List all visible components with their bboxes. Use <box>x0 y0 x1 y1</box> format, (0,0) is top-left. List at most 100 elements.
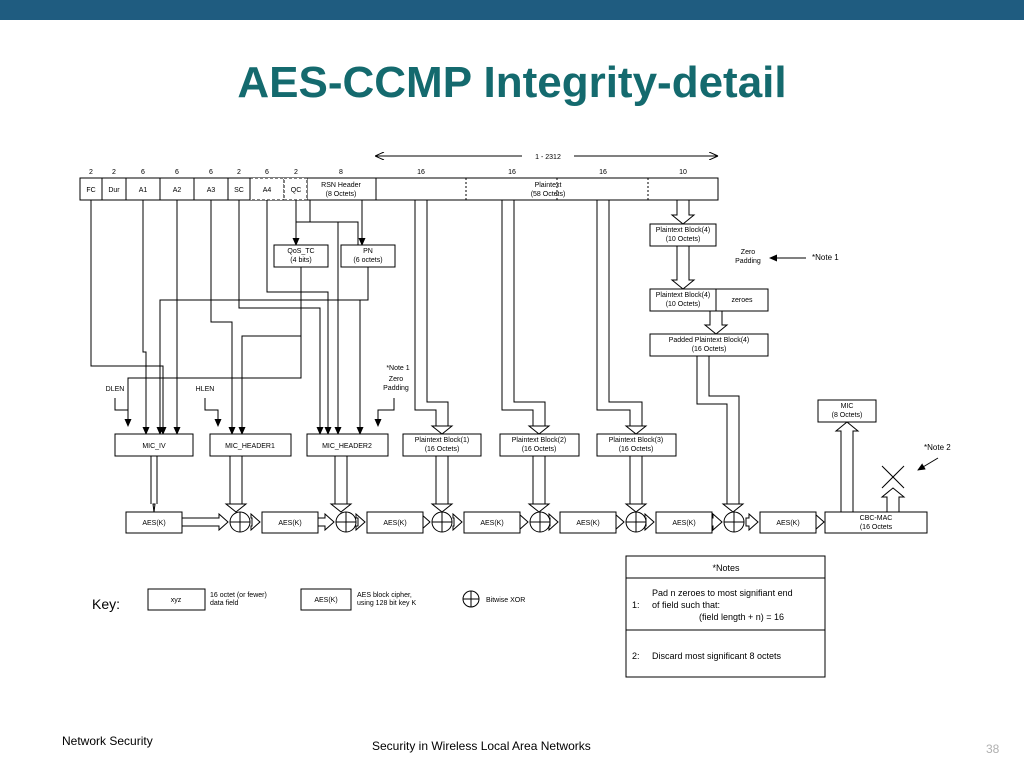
dlen-label: DLEN <box>106 386 125 393</box>
aes-label: AES(K) <box>576 520 599 527</box>
aes-box <box>125 511 183 534</box>
field-a4: A4 <box>263 187 272 194</box>
mic-header1-label: MIC_HEADER1 <box>225 443 275 450</box>
pt-block2-label: Plaintext Block(2)(16 Octets) <box>512 437 566 453</box>
cbc-mac-label: CBC-MAC(16 Octets <box>860 515 893 531</box>
pt-block1-label: Plaintext Block(1)(16 Octets) <box>415 437 469 453</box>
field-a3: A3 <box>207 187 216 194</box>
mic-iv-label: MIC_IV <box>142 443 166 450</box>
aes-label: AES(K) <box>776 520 799 527</box>
aes-label: AES(K) <box>383 520 406 527</box>
aes-box <box>759 511 817 534</box>
field-labels: FC Dur A1 A2 A3 SC A4 QC <box>86 187 301 194</box>
mic-header1-box <box>209 433 292 457</box>
pt-block2-box <box>499 433 580 457</box>
flow-arrow <box>721 503 745 513</box>
note1-num: 1: <box>632 600 640 610</box>
flow-arrow <box>711 512 723 532</box>
size-pt3: 16 <box>599 169 607 176</box>
aes-label: AES(K) <box>142 520 165 527</box>
page-number: 38 <box>986 742 1000 756</box>
aes-box <box>655 511 713 534</box>
aes-box <box>463 511 521 534</box>
pt-block1-box <box>402 433 482 457</box>
key-aes-desc: AES block cipher,using 128 bit key K <box>357 592 416 607</box>
size-sc: 2 <box>237 169 241 176</box>
flow-arrow <box>670 245 696 290</box>
connector-line <box>90 200 167 435</box>
mic-header2-label: MIC_HEADER2 <box>322 443 372 450</box>
key-aes-box <box>300 588 352 611</box>
field-a1: A1 <box>139 187 148 194</box>
pt-block3-box <box>596 433 677 457</box>
connector-line <box>296 221 359 245</box>
flow-arrow <box>703 310 729 335</box>
connector-line <box>238 200 324 435</box>
size-pt2: 16 <box>508 169 516 176</box>
mic-header2-box <box>306 433 389 457</box>
note2-arrow <box>917 457 939 471</box>
note2-num: 2: <box>632 651 640 661</box>
flow-arrow <box>152 503 156 513</box>
flow-arrow <box>181 512 229 532</box>
flow-arrow <box>624 425 648 435</box>
field-dur: Dur <box>108 187 120 194</box>
connector-line <box>156 267 369 435</box>
zeroes-label: zeroes <box>731 297 753 304</box>
pt-block3-label: Plaintext Block(3)(16 Octets) <box>609 437 663 453</box>
key-aes: AES(K) <box>314 597 337 604</box>
flow-arrow <box>452 512 463 532</box>
qos-tc-box <box>273 244 329 268</box>
aes-chain: AES(K) AES(K) AES(K) AES(K) AES(K) AES(K… <box>125 511 928 534</box>
field-rsn-header: RSN Header(8 Octets) <box>321 182 361 198</box>
flow-arrow <box>430 425 454 435</box>
cbc-mac-box <box>824 511 928 534</box>
footer-center: Security in Wireless Local Area Networks <box>372 739 591 753</box>
flow-arrow <box>329 503 353 513</box>
field-fc: FC <box>86 187 95 194</box>
connector-line <box>142 200 150 435</box>
aes-box <box>559 511 617 534</box>
pt-block4-label: Plaintext Block(4)(10 Octets) <box>656 227 710 243</box>
connector-line <box>414 200 437 426</box>
key-xyz-box <box>147 588 206 611</box>
connector-line <box>501 200 534 426</box>
notes-header: *Notes <box>712 563 740 573</box>
field-sizes: 2 2 6 6 6 2 6 2 8 16 16 16 10 <box>89 169 687 176</box>
size-pt1: 16 <box>417 169 425 176</box>
key-xyz-desc: 16 octet (or fewer)data field <box>210 592 267 607</box>
size-qc: 2 <box>294 169 298 176</box>
size-a3: 6 <box>209 169 213 176</box>
flow-arrow <box>527 503 551 513</box>
key-xyz: xyz <box>171 597 182 604</box>
aes-label: AES(K) <box>672 520 695 527</box>
field-qc: QC <box>291 187 302 194</box>
pn-label: PN(6 octets) <box>353 248 382 264</box>
size-a4: 6 <box>265 169 269 176</box>
connector-line <box>210 200 236 435</box>
size-dur: 2 <box>112 169 116 176</box>
flow-arrow <box>880 487 906 513</box>
mic-output-box <box>817 399 877 423</box>
note2-ref: *Note 2 <box>924 443 951 452</box>
note1-small: *Note 1 <box>386 365 409 372</box>
flow-arrow <box>224 503 248 513</box>
slide-title: AES-CCMP Integrity-detail <box>237 58 787 107</box>
note2-text: Discard most significant 8 octets <box>652 651 782 661</box>
connector-line <box>309 200 342 435</box>
size-fc: 2 <box>89 169 93 176</box>
flow-arrow <box>745 512 759 532</box>
connector-line <box>696 356 728 504</box>
key-title: Key: <box>92 596 120 612</box>
field-a2: A2 <box>173 187 182 194</box>
flow-arrow <box>624 503 648 513</box>
flow-arrow <box>527 425 551 435</box>
flow-arrow <box>355 512 366 532</box>
connector-line <box>596 200 631 426</box>
qos-tc-label: QoS_TC(4 bits) <box>287 248 314 264</box>
aes-label: AES(K) <box>480 520 503 527</box>
range-label: 1 - 2312 <box>535 154 561 161</box>
